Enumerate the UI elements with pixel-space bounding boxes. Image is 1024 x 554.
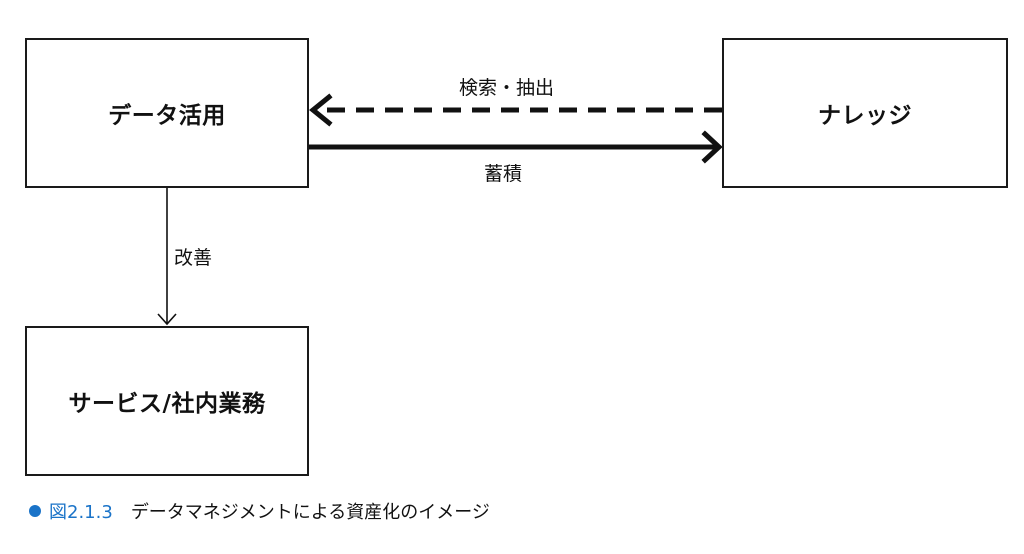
accumulate-label: 蓄積 (484, 163, 523, 185)
accumulate-arrowhead (701, 130, 723, 164)
figure-caption: 図2.1.3 データマネジメントによる資産化のイメージ (29, 498, 490, 524)
service-operations-label: サービス/社内業務 (68, 391, 266, 417)
caption-bullet-icon (29, 505, 41, 517)
service-operations-box: サービス/社内業務 (25, 326, 309, 476)
knowledge-label: ナレッジ (818, 103, 912, 129)
data-utilization-label: データ活用 (108, 103, 226, 129)
caption-text: データマネジメントによる資産化のイメージ (130, 502, 490, 523)
search-extract-label: 検索・抽出 (459, 77, 555, 99)
improve-label: 改善 (174, 247, 213, 269)
improve-arrowhead (157, 313, 177, 326)
knowledge-box: ナレッジ (722, 38, 1008, 188)
data-utilization-box: データ活用 (25, 38, 309, 188)
figure-number: 図2.1.3 (49, 502, 113, 523)
search-arrowhead (309, 93, 333, 127)
